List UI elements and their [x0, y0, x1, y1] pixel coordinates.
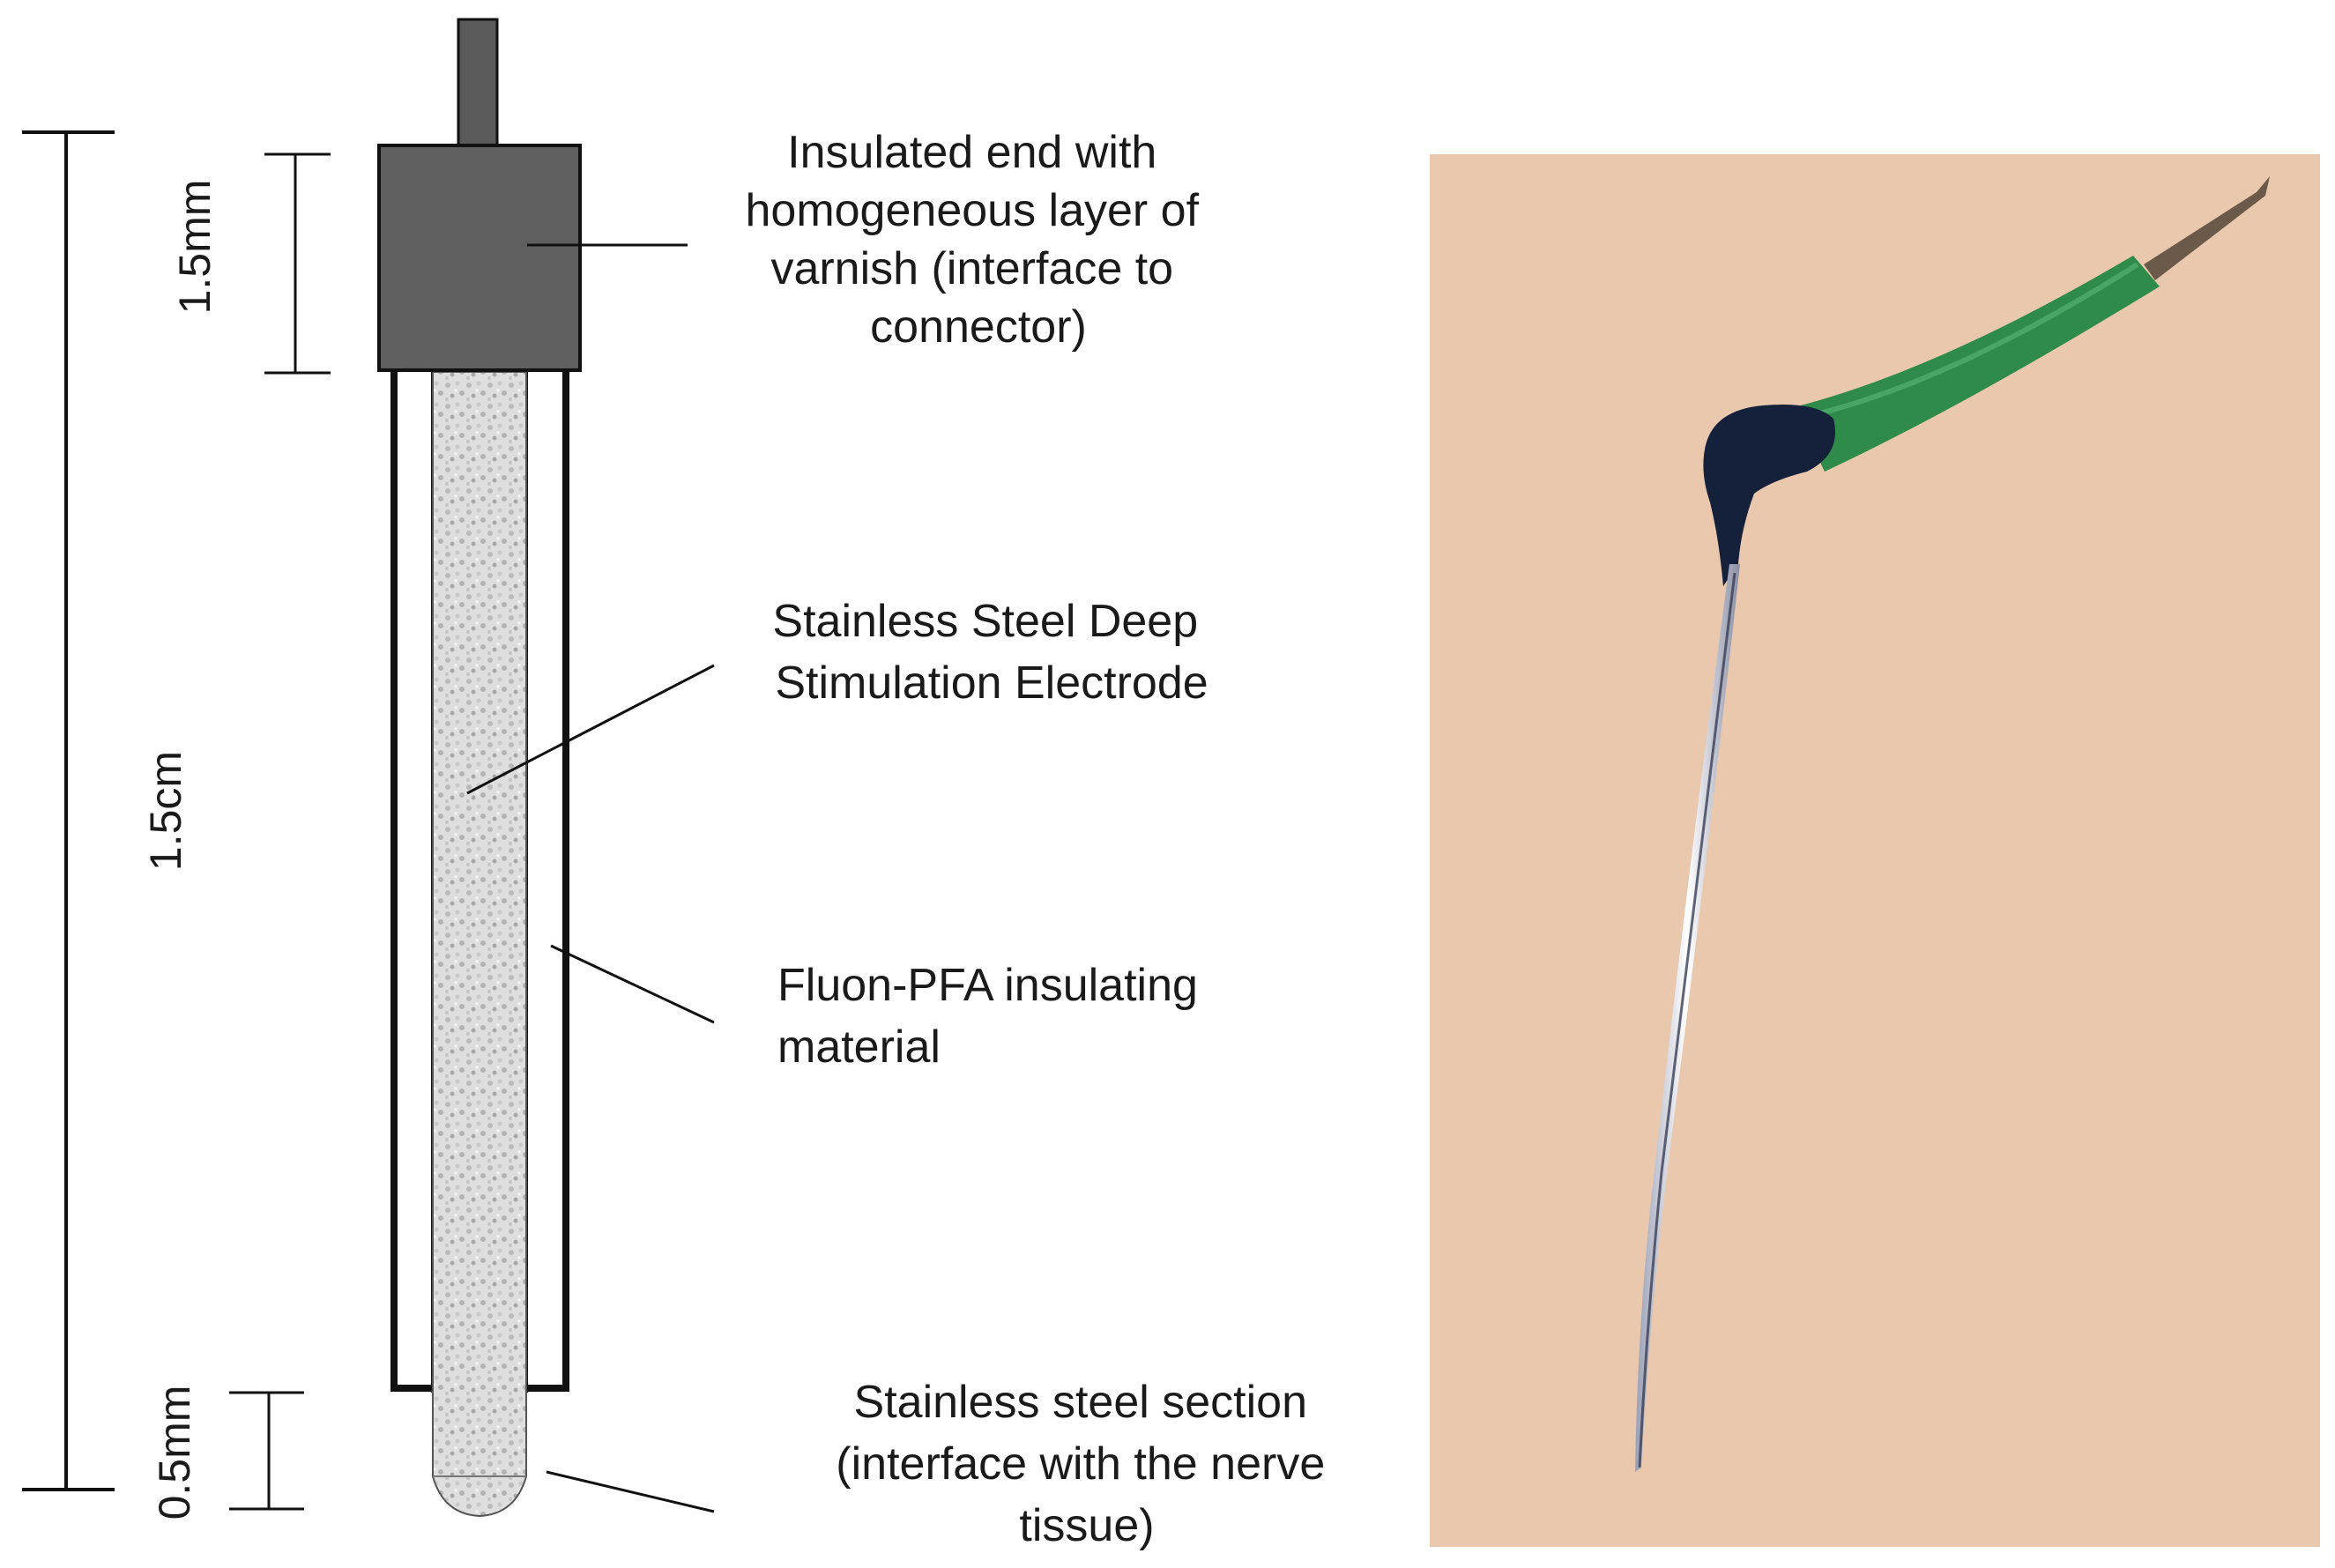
label-insulation-line-1: Fluon-PFA insulating	[777, 960, 1198, 1011]
leader-insulation	[550, 944, 715, 1024]
photo-varnish-blob	[1703, 405, 1835, 586]
photo-wire-end	[2144, 176, 2270, 280]
top-dimension-label: 1.5mm	[170, 180, 219, 315]
label-insulated-end-line-1: Insulated end with	[787, 127, 1156, 178]
overall-dimension: 1.5cm	[22, 130, 190, 1491]
label-tip-line-1: Stainless steel section	[854, 1377, 1308, 1428]
label-insulation: Fluon-PFA insulating material	[777, 960, 1210, 1073]
connector-wire	[457, 18, 499, 149]
schematic: 1.5cm 1.5mm 0.5mm	[22, 18, 1337, 1551]
label-insulated-end-line-4: connector)	[870, 301, 1087, 353]
label-insulated-end-line-3: varnish (interface to	[770, 243, 1173, 294]
overall-dimension-label: 1.5cm	[141, 751, 190, 871]
label-electrode-line-1: Stainless Steel Deep	[772, 596, 1198, 647]
photo-background	[1430, 154, 2320, 1547]
insulated-cap	[377, 144, 582, 372]
tip-dimension-label: 0.5mm	[150, 1386, 199, 1520]
photo-electrode-wire	[1635, 564, 1740, 1472]
label-insulated-end-line-2: homogeneous layer of	[745, 185, 1199, 236]
electrode-photo	[1430, 154, 2320, 1547]
leader-tip	[546, 1470, 715, 1513]
label-electrode: Stainless Steel Deep Stimulation Electro…	[772, 596, 1210, 709]
label-tip-line-3: tissue)	[1019, 1500, 1154, 1551]
top-dimension: 1.5mm	[170, 152, 331, 375]
tip-dimension: 0.5mm	[150, 1386, 304, 1520]
leader-electrode	[466, 664, 715, 795]
electrode-core	[432, 371, 527, 1518]
label-insulation-line-2: material	[777, 1022, 941, 1073]
label-tip: Stainless steel section (interface with …	[836, 1377, 1337, 1551]
label-insulated-end: Insulated end with homogeneous layer of …	[745, 127, 1211, 353]
photo-green-sleeve	[1794, 256, 2160, 472]
label-electrode-line-2: Stimulation Electrode	[775, 658, 1208, 709]
label-tip-line-2: (interface with the nerve	[836, 1438, 1325, 1490]
